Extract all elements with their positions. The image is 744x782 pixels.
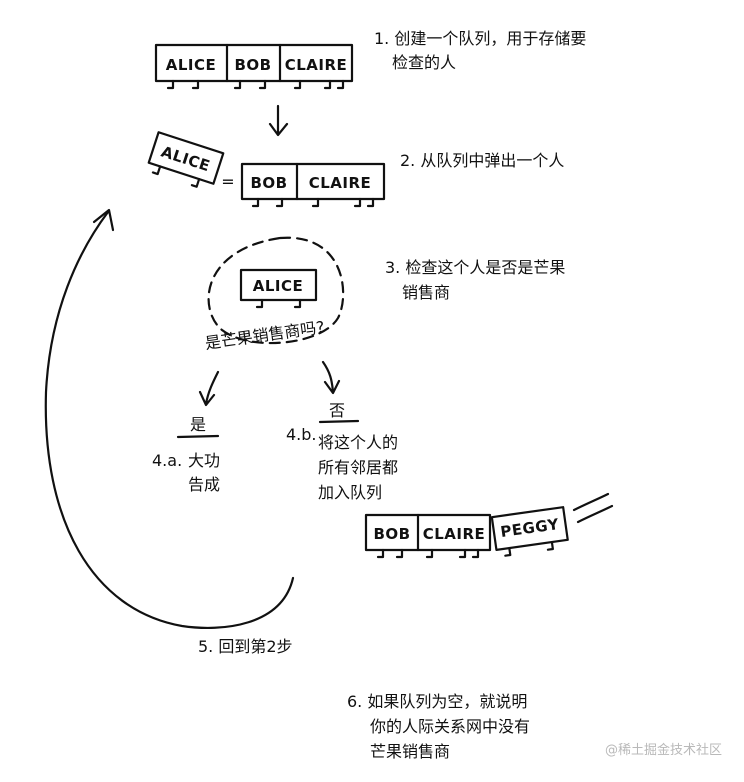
queue-initial-cell-3: CLAIRE <box>285 56 348 74</box>
peggy-label: PEGGY <box>499 515 560 541</box>
step-4b-line-3: 加入队列 <box>318 483 382 502</box>
loop-arrow <box>44 210 295 629</box>
queue-final <box>364 513 492 559</box>
queue-remaining-box <box>240 162 386 201</box>
arrow-yes <box>198 370 220 407</box>
equals-sign: = <box>221 172 234 191</box>
step-1-line-2: 检查的人 <box>392 53 456 72</box>
queue-initial-cell-2: BOB <box>234 56 271 74</box>
step-5: 5. 回到第2步 <box>198 637 293 656</box>
peggy-entering <box>490 506 569 557</box>
yes-label: 是 <box>190 415 206 434</box>
checking-alice-label: ALICE <box>253 277 304 295</box>
queue-remaining-cell-1: BOB <box>250 174 287 192</box>
step-6-line-2: 你的人际关系网中没有 <box>370 717 530 736</box>
yes-underline <box>176 434 220 439</box>
step-1-line-1: 1. 创建一个队列，用于存储要 <box>374 29 586 48</box>
step-4a-line-2: 告成 <box>188 475 220 494</box>
popped-alice-box <box>147 131 225 185</box>
loop-arrow-head <box>92 208 115 232</box>
step-4b-line-2: 所有邻居都 <box>318 458 398 477</box>
arrow-down-1 <box>268 104 289 137</box>
arrow-no <box>321 360 341 395</box>
queue-initial <box>154 43 354 90</box>
queue-remaining-cell-2: CLAIRE <box>309 174 372 192</box>
queue-final-cell-1: BOB <box>373 525 410 543</box>
queue-final-box <box>364 513 492 552</box>
step-4a-line-1: 大功 <box>188 451 220 470</box>
queue-initial-box <box>154 43 354 83</box>
queue-final-cell-2: CLAIRE <box>423 525 486 543</box>
watermark: @稀土掘金技术社区 <box>605 742 722 758</box>
step-6-line-3: 芒果销售商 <box>370 742 450 761</box>
peggy-box <box>490 506 569 551</box>
step-3-line-1: 3. 检查这个人是否是芒果 <box>385 258 565 277</box>
question-label: 是芒果销售商吗? <box>204 317 326 353</box>
queue-remaining <box>240 162 386 208</box>
step-4a-prefix: 4.a. <box>152 451 182 470</box>
step-4b-prefix: 4.b. <box>286 425 317 444</box>
no-label: 否 <box>329 401 345 420</box>
checking-alice-box <box>239 268 318 302</box>
queue-initial-cell-1: ALICE <box>166 56 217 74</box>
popped-alice <box>147 131 225 188</box>
no-underline <box>318 419 360 424</box>
step-3-line-2: 销售商 <box>402 283 450 302</box>
check-circle <box>207 236 345 345</box>
step-6-line-1: 6. 如果队列为空，就说明 <box>347 692 527 711</box>
checking-alice <box>239 268 318 309</box>
step-2: 2. 从队列中弹出一个人 <box>400 151 564 170</box>
motion-lines <box>572 492 614 524</box>
step-4b-line-1: 将这个人的 <box>318 433 398 452</box>
